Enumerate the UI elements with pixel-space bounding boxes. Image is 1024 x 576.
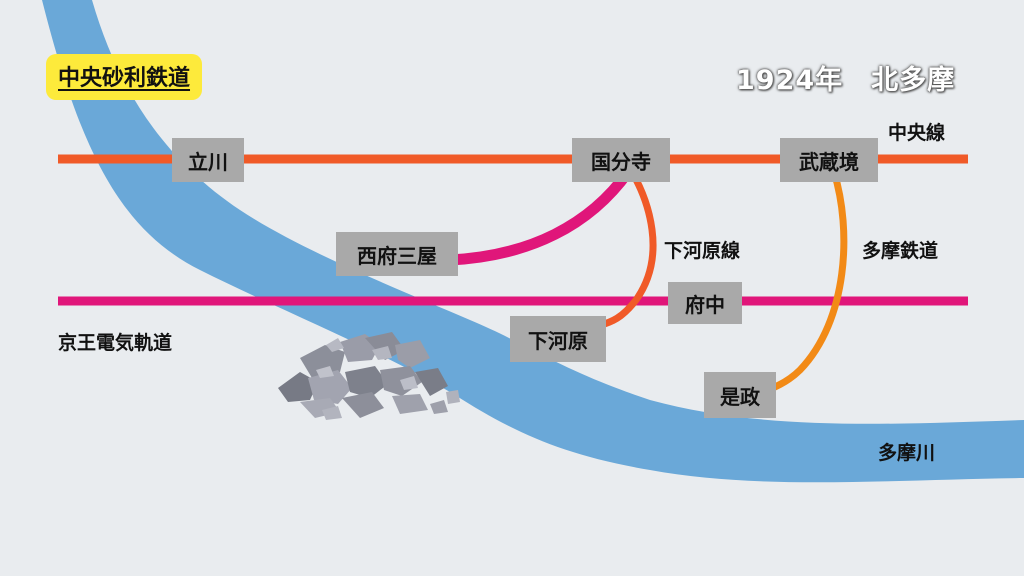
station-kokubunji[interactable]: 国分寺 (572, 138, 670, 182)
shimogawara-line (594, 168, 657, 330)
station-koremasa[interactable]: 是政 (704, 372, 776, 418)
mitsuya-branch-line (444, 166, 634, 266)
chuo-line-label: 中央線 (888, 122, 946, 144)
tama-railway-label: 多摩鉄道 (862, 240, 939, 262)
station-fuchu[interactable]: 府中 (668, 282, 742, 324)
station-shimogawara[interactable]: 下河原 (510, 316, 606, 362)
year-region-caption: 1924年 北多摩 (736, 65, 956, 96)
gravel-pile-icon (278, 332, 460, 420)
shimogawara-line-label: 下河原線 (664, 240, 741, 262)
station-musashisakai[interactable]: 武蔵境 (780, 138, 878, 182)
map-title: 中央砂利鉄道 (46, 54, 203, 100)
tama-river-label: 多摩川 (878, 442, 936, 464)
station-tachikawa[interactable]: 立川 (172, 138, 244, 182)
tama-railway-line (764, 168, 848, 394)
tama-river (42, 0, 1024, 483)
keio-line-label: 京王電気軌道 (58, 332, 173, 354)
station-nishifuchu-mitsuya[interactable]: 西府三屋 (336, 232, 458, 276)
map-title-text: 中央砂利鉄道 (58, 66, 191, 91)
